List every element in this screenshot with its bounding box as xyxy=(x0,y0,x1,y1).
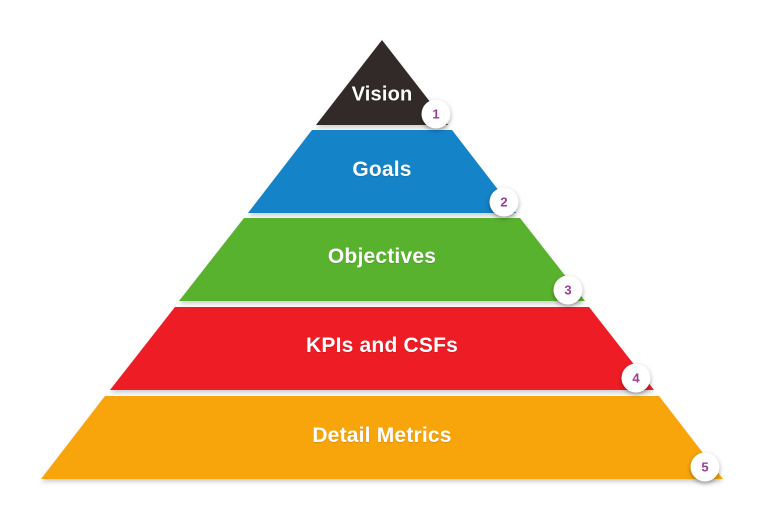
level-number-badge-3: 3 xyxy=(553,275,583,305)
level-number-badge-1: 1 xyxy=(421,99,451,129)
pyramid-level-label-detail-metrics: Detail Metrics xyxy=(312,424,452,447)
level-number-badge-2: 2 xyxy=(489,187,519,217)
pyramid-level-label-vision: Vision xyxy=(351,83,413,106)
pyramid-level-label-objectives: Objectives xyxy=(327,245,437,268)
pyramid-level-label-kpis-csfs: KPIs and CSFs xyxy=(306,334,458,357)
level-number-badge-4: 4 xyxy=(621,363,651,393)
pyramid-level-label-goals: Goals xyxy=(352,158,412,181)
level-number-badge-5: 5 xyxy=(690,452,720,482)
